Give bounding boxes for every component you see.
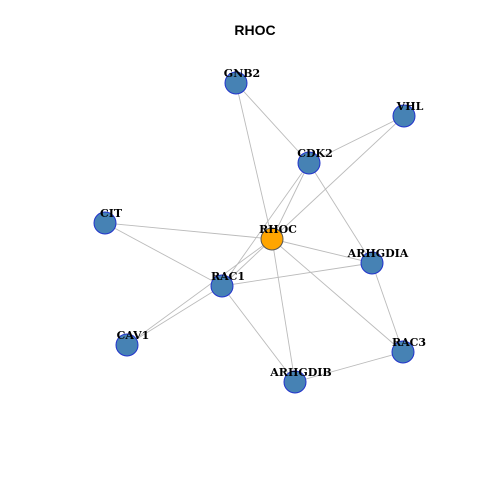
nodes-layer xyxy=(93,71,416,394)
edge-vhl-rhoc xyxy=(271,115,405,240)
edge-arhgdia-rac3 xyxy=(371,262,404,353)
diagram-title: RHOC xyxy=(234,22,275,38)
node-arhgdia[interactable] xyxy=(360,251,384,275)
node-rac1[interactable] xyxy=(210,274,234,298)
edge-cit-rac1 xyxy=(104,222,223,287)
node-label-gnb2: GNB2 xyxy=(224,67,260,80)
edge-rac3-arhgdib xyxy=(294,351,404,383)
node-label-arhgdia: ARHGDIA xyxy=(347,247,409,260)
edge-gnb2-cdk2 xyxy=(235,82,310,164)
node-gnb2[interactable] xyxy=(224,71,248,95)
edges-layer xyxy=(104,82,405,383)
node-label-vhl: VHL xyxy=(396,100,424,113)
node-rhoc[interactable] xyxy=(260,227,284,251)
node-vhl[interactable] xyxy=(392,104,416,128)
edge-cdk2-rhoc xyxy=(271,162,310,240)
node-arhgdib[interactable] xyxy=(283,370,307,394)
node-label-cdk2: CDK2 xyxy=(297,147,333,160)
node-cav1[interactable] xyxy=(115,333,139,357)
node-label-cit: CIT xyxy=(100,207,123,220)
edge-rhoc-arhgdia xyxy=(271,238,373,264)
edge-cit-rhoc xyxy=(104,222,273,240)
node-label-arhgdib: ARHGDIB xyxy=(269,366,331,379)
edge-rac1-arhgdia xyxy=(221,262,373,287)
node-rac3[interactable] xyxy=(391,340,415,364)
node-label-rac1: RAC1 xyxy=(211,270,245,283)
edge-vhl-cdk2 xyxy=(308,115,405,164)
edge-cdk2-arhgdia xyxy=(308,162,373,264)
edge-rac1-cav1 xyxy=(126,285,223,346)
node-cdk2[interactable] xyxy=(297,151,321,175)
edge-rhoc-arhgdib xyxy=(271,238,296,383)
node-label-rac3: RAC3 xyxy=(392,336,426,349)
edge-rhoc-cav1 xyxy=(126,238,273,346)
node-label-cav1: CAV1 xyxy=(117,329,150,342)
edge-gnb2-rhoc xyxy=(235,82,273,240)
node-label-rhoc: RHOC xyxy=(259,223,297,236)
edge-rhoc-rac3 xyxy=(271,238,404,353)
edge-rac1-arhgdib xyxy=(221,285,296,383)
node-cit[interactable] xyxy=(93,211,117,235)
